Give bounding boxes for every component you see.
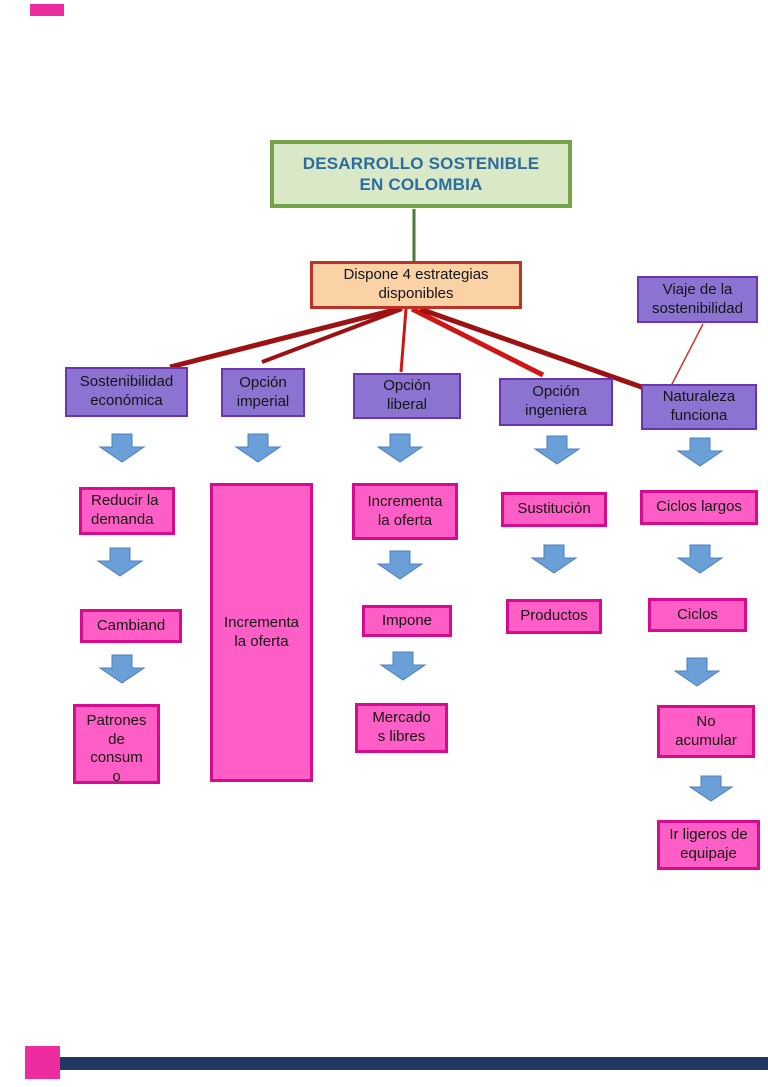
arrow-down-icon bbox=[688, 775, 734, 802]
node-incrementa-oferta: Incrementa la oferta bbox=[352, 483, 458, 540]
decoration-footer-bar bbox=[25, 1057, 768, 1070]
node-patrones-consumo: Patrones de consum o bbox=[73, 704, 160, 784]
node-opcion-liberal: Opción liberal bbox=[353, 373, 461, 419]
node-naturaleza-funciona: Naturaleza funciona bbox=[641, 384, 757, 430]
arrow-down-icon bbox=[376, 433, 424, 463]
node-ciclos: Ciclos bbox=[648, 598, 747, 632]
node-reducir-demanda: Reducir la demanda bbox=[79, 487, 175, 535]
arrow-down-icon bbox=[376, 550, 424, 580]
node-mercados-libres: Mercado s libres bbox=[355, 703, 448, 753]
arrow-down-icon bbox=[96, 547, 144, 577]
node-viaje-sostenibilidad: Viaje de la sostenibilidad bbox=[637, 276, 758, 323]
connector-viaje-to-naturaleza bbox=[670, 323, 704, 387]
connector-to-sostenibilidad bbox=[169, 306, 399, 370]
node-sustitucion: Sustitución bbox=[501, 492, 607, 527]
node-impone: Impone bbox=[362, 605, 452, 637]
node-no-acumular: No acumular bbox=[657, 705, 755, 758]
strategies-box: Dispone 4 estrategias disponibles bbox=[310, 261, 522, 309]
connector-to-imperial bbox=[261, 307, 403, 364]
node-productos: Productos bbox=[506, 599, 602, 634]
connector-to-liberal bbox=[399, 308, 408, 373]
node-opcion-ingeniera: Opción ingeniera bbox=[499, 378, 613, 426]
node-opcion-imperial: Opción imperial bbox=[221, 368, 305, 417]
node-cambiand: Cambiand bbox=[80, 609, 182, 643]
arrow-down-icon bbox=[676, 544, 724, 574]
node-incrementa-oferta-tall: Incrementa la oferta bbox=[210, 483, 313, 782]
arrow-down-icon bbox=[379, 651, 427, 681]
arrow-down-icon bbox=[533, 435, 581, 465]
decoration-top-left-block bbox=[30, 4, 64, 16]
connector-to-ingeniera bbox=[410, 306, 545, 378]
node-ir-ligeros-equipaje: Ir ligeros de equipaje bbox=[657, 820, 760, 870]
arrow-down-icon bbox=[234, 433, 282, 463]
arrow-down-icon bbox=[673, 657, 721, 687]
title-box: DESARROLLO SOSTENIBLE EN COLOMBIA bbox=[270, 140, 572, 208]
node-sostenibilidad-economica: Sostenibilidad económica bbox=[65, 367, 188, 417]
arrow-down-icon bbox=[98, 433, 146, 463]
node-ciclos-largos: Ciclos largos bbox=[640, 490, 758, 525]
arrow-down-icon bbox=[530, 544, 578, 574]
arrow-down-icon bbox=[98, 654, 146, 684]
decoration-footer-block bbox=[25, 1046, 60, 1079]
arrow-down-icon bbox=[676, 437, 724, 467]
